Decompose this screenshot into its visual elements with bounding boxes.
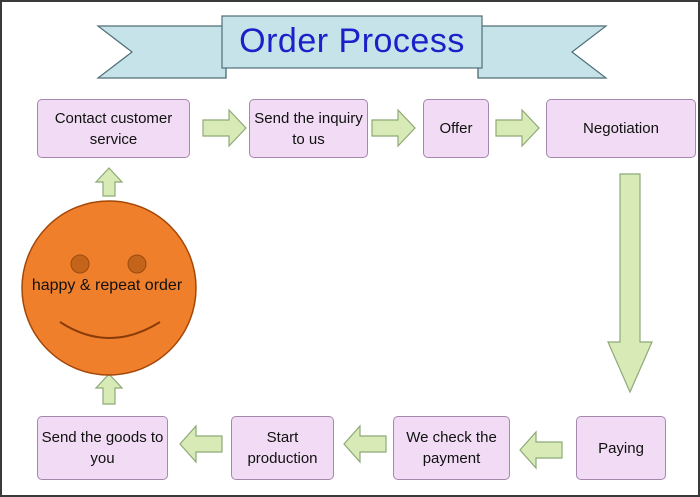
step-send-goods: Send the goods to you — [37, 416, 168, 480]
arrow-right-icon — [495, 108, 540, 148]
arrow-down-icon — [607, 173, 653, 394]
diagram-title: Order Process — [239, 21, 465, 60]
arrow-right-icon — [202, 108, 247, 148]
arrow-up-icon — [94, 373, 124, 405]
arrow-up-icon — [94, 167, 124, 197]
banner-center — [221, 15, 483, 69]
arrow-right-icon — [371, 108, 416, 148]
left-eye-icon — [70, 254, 90, 274]
step-negotiation: Negotiation — [546, 99, 696, 158]
smile-icon — [59, 321, 161, 339]
smiley-face-icon — [21, 200, 197, 376]
step-check-payment: We check the payment — [393, 416, 510, 480]
step-send-inquiry: Send the inquiry to us — [249, 99, 368, 158]
right-eye-icon — [127, 254, 147, 274]
step-contact-customer-service: Contact customer service — [37, 99, 190, 158]
arrow-left-icon — [519, 430, 563, 470]
banner-left-tail — [96, 25, 227, 79]
arrow-left-icon — [179, 424, 223, 464]
step-start-production: Start production — [231, 416, 334, 480]
banner-right-tail — [477, 25, 608, 79]
step-paying: Paying — [576, 416, 666, 480]
arrow-left-icon — [343, 424, 387, 464]
title-banner — [96, 15, 608, 79]
smiley-label: happy & repeat order — [31, 277, 183, 294]
step-offer: Offer — [423, 99, 489, 158]
